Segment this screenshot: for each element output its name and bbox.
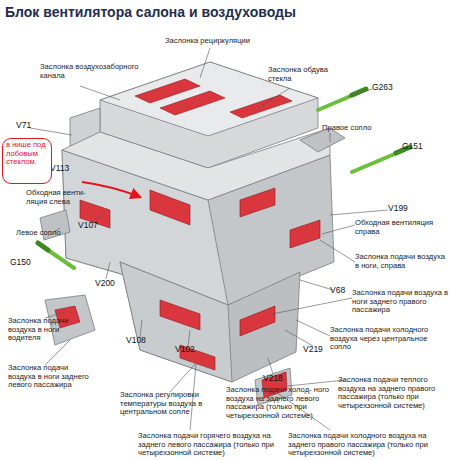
part-code: V219	[303, 345, 333, 355]
red-flaps	[55, 79, 320, 398]
note-text: в нише под лобовым стеклом.	[6, 141, 48, 167]
leader-lines-part	[140, 320, 142, 337]
part-label: Заслонка подачи воздуха в ноги заднего п…	[352, 289, 450, 315]
green-sensors-part	[38, 243, 48, 250]
part-code: V68	[330, 286, 355, 296]
red-flaps-part	[160, 300, 200, 330]
part-label: Обходная вентиляция справа	[355, 219, 450, 236]
leader-lines-part	[80, 86, 120, 100]
leader-lines-part	[200, 48, 210, 78]
unit-housing-part	[62, 128, 330, 200]
leader-lines-part	[268, 358, 273, 374]
unit-housing	[40, 62, 345, 405]
leader-lines-part	[320, 240, 355, 262]
part-code: V199	[388, 204, 418, 214]
leader-lines-part	[300, 280, 333, 290]
leader-lines-part	[285, 330, 313, 346]
part-code: V200	[95, 279, 125, 289]
part-label: Заслонка регулировки температуры воздуха…	[120, 391, 220, 417]
unit-housing-part	[120, 262, 300, 382]
leader-lines-part	[45, 340, 70, 365]
leader-lines-part	[330, 210, 388, 215]
part-code: V113	[50, 164, 80, 174]
part-code: G151	[402, 142, 432, 152]
red-flaps-part	[240, 188, 275, 217]
leader-lines-part	[330, 133, 331, 142]
part-label: Обходная венти- ляция слева	[26, 189, 92, 206]
red-flaps-part	[150, 190, 190, 225]
part-code: V107	[78, 221, 108, 231]
part-label: Заслонка подачи воздуха в ноги водителя	[8, 317, 88, 343]
part-label: Заслонка подачи воздуха в ноги, справа	[355, 253, 447, 270]
leader-lines-part	[296, 320, 330, 336]
part-label: Левое сопло	[16, 229, 76, 238]
note-box: в нише под лобовым стеклом.	[2, 138, 52, 184]
part-code: V102	[175, 345, 205, 355]
part-code: V108	[126, 336, 156, 346]
part-code: G150	[10, 258, 40, 268]
part-code: V218	[263, 374, 293, 384]
green-sensors	[38, 89, 410, 268]
leader-lines-part	[30, 128, 72, 135]
part-label: Заслонка подачи холод- ного воздуха на з…	[226, 386, 336, 420]
leader-lines-part	[170, 364, 195, 392]
red-flaps-part	[160, 91, 225, 115]
leader-lines-part	[396, 148, 402, 152]
diagram-title: Блок вентилятора салона и воздуховоды	[5, 4, 296, 20]
part-label: Заслонка подачи воздуха в ноги заднего л…	[8, 364, 92, 390]
part-code: G263	[372, 83, 402, 93]
part-label: Заслонка воздухозаборного канала	[40, 63, 150, 80]
leader-lines-part	[272, 298, 352, 314]
part-label: Заслонка рециркуляции	[165, 37, 275, 46]
unit-housing-part	[120, 262, 232, 382]
red-flaps-part	[290, 220, 320, 248]
red-flaps-part	[240, 306, 275, 336]
part-label: Заслонка подачи горячего воздуха на задн…	[138, 432, 283, 458]
leader-lines-part	[106, 262, 110, 279]
part-label: Заслонка подачи холодного воздуха на зад…	[288, 432, 448, 458]
part-code: V71	[16, 121, 41, 131]
part-label: Заслонка обдува стекла	[268, 66, 336, 83]
red-flaps-part	[230, 95, 292, 118]
leader-lines-part	[258, 88, 290, 108]
part-label: Правое сопло	[322, 124, 392, 133]
leader-lines-part	[322, 225, 355, 234]
part-label: Заслонка подачи холодного воздуха через …	[330, 326, 448, 352]
part-label: Заслонка подачи теплого воздуха на задне…	[338, 376, 448, 410]
leader-lines-part	[348, 89, 372, 97]
red-pointer-arrow	[82, 182, 140, 197]
leader-lines-part	[188, 330, 190, 346]
